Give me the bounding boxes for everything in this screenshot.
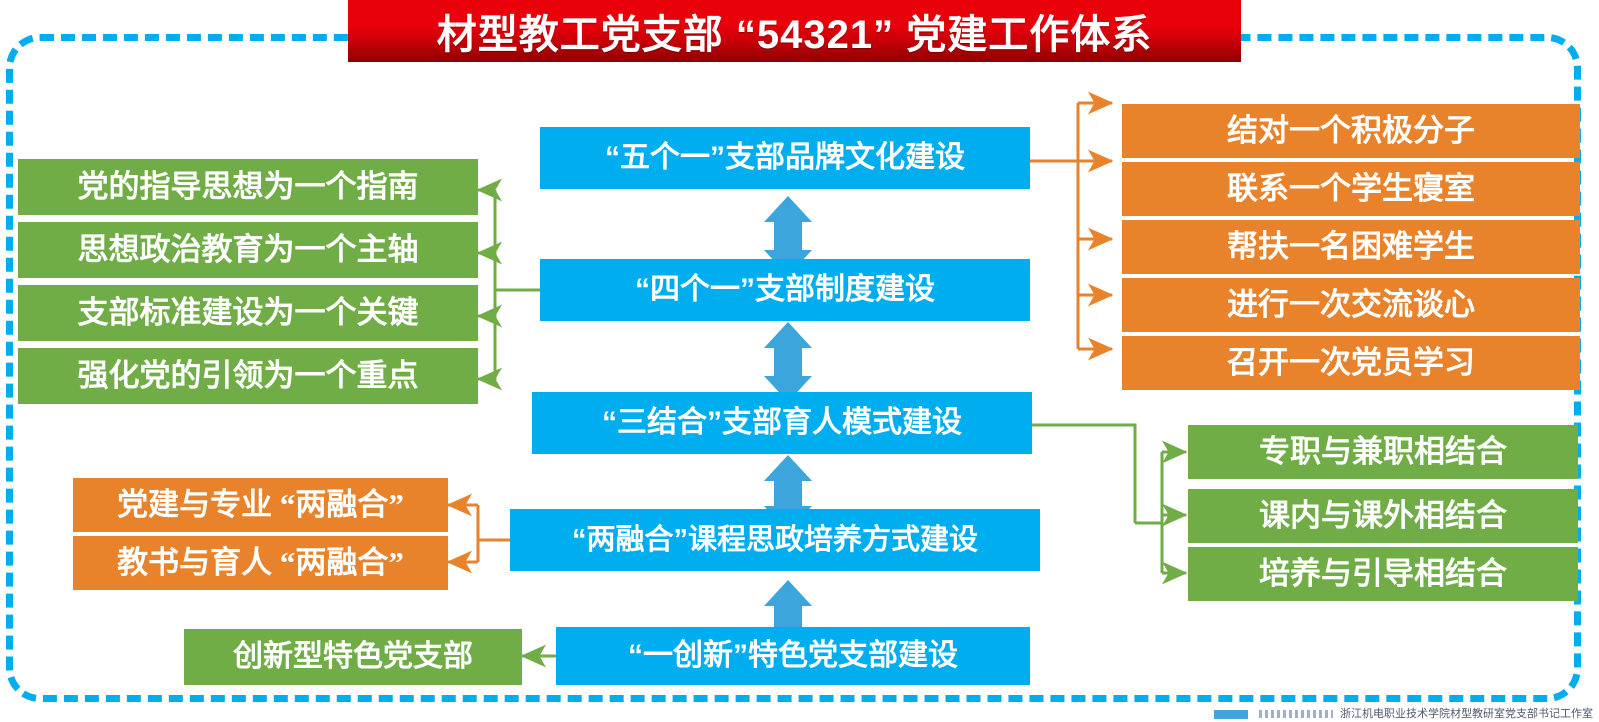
node-right-green-3-label: 培养与引导相结合 [1259, 555, 1507, 591]
node-right-green-1[interactable]: 专职与兼职相结合 [1188, 425, 1578, 479]
page-title: 材型教工党支部 “54321” 党建工作体系 [436, 13, 1153, 57]
node-sigeyi-label: “四个一”支部制度建设 [635, 273, 935, 307]
node-yichuangxin[interactable]: “一创新”特色党支部建设 [556, 627, 1030, 685]
node-right-orange-5[interactable]: 召开一次党员学习 [1122, 336, 1580, 390]
node-left-green-3[interactable]: 支部标准建设为一个关键 [18, 285, 478, 341]
node-left-green-3-label: 支部标准建设为一个关键 [77, 294, 419, 330]
node-right-orange-2-label: 联系一个学生寝室 [1227, 170, 1475, 206]
node-left-green-1-label: 党的指导思想为一个指南 [77, 168, 419, 204]
node-wugeyi-label: “五个一”支部品牌文化建设 [605, 141, 965, 175]
watermark: 浙江机电职业技术学院材型教研室党支部书记工作室 [1213, 705, 1593, 721]
node-right-green-2[interactable]: 课内与课外相结合 [1188, 489, 1578, 543]
node-right-orange-1[interactable]: 结对一个积极分子 [1122, 104, 1580, 158]
node-yichuangxin-label: “一创新”特色党支部建设 [628, 639, 958, 673]
node-right-orange-2[interactable]: 联系一个学生寝室 [1122, 162, 1580, 216]
connector-sanjiehe-group [1032, 423, 1188, 585]
node-right-orange-3[interactable]: 帮扶一名困难学生 [1122, 220, 1580, 274]
node-sanjiehe[interactable]: “三结合”支部育人模式建设 [532, 392, 1032, 454]
node-left-green-4-label: 强化党的引领为一个重点 [77, 357, 419, 393]
node-right-green-3[interactable]: 培养与引导相结合 [1188, 547, 1578, 601]
node-right-orange-5-label: 召开一次党员学习 [1227, 344, 1475, 380]
node-left-green-2[interactable]: 思想政治教育为一个主轴 [18, 222, 478, 278]
node-right-orange-3-label: 帮扶一名困难学生 [1227, 228, 1475, 264]
double-arrow-2 [764, 322, 812, 402]
node-right-orange-1-label: 结对一个积极分子 [1227, 112, 1475, 148]
connector-liangronghe-group [446, 493, 510, 574]
node-left-green-2-label: 思想政治教育为一个主轴 [77, 231, 419, 267]
node-left-green-4[interactable]: 强化党的引领为一个重点 [18, 348, 478, 404]
node-right-green-2-label: 课内与课外相结合 [1259, 497, 1507, 533]
node-right-orange-4[interactable]: 进行一次交流谈心 [1122, 278, 1580, 332]
node-left-orange-1-label: 党建与专业 “两融合” [117, 486, 404, 522]
node-bottom-green-1[interactable]: 创新型特色党支部 [184, 629, 522, 685]
node-wugeyi[interactable]: “五个一”支部品牌文化建设 [540, 127, 1030, 189]
node-liangronghe-label: “两融合”课程思政培养方式建设 [571, 523, 978, 556]
node-bottom-green-1-label: 创新型特色党支部 [233, 640, 473, 674]
node-left-orange-2[interactable]: 教书与育人 “两融合” [73, 536, 448, 590]
node-right-green-1-label: 专职与兼职相结合 [1259, 433, 1507, 469]
node-sigeyi[interactable]: “四个一”支部制度建设 [540, 259, 1030, 321]
node-liangronghe[interactable]: “两融合”课程思政培养方式建设 [510, 509, 1040, 571]
node-left-orange-1[interactable]: 党建与专业 “两融合” [73, 478, 448, 532]
node-left-orange-2-label: 教书与育人 “两融合” [117, 544, 404, 580]
node-left-green-1[interactable]: 党的指导思想为一个指南 [18, 159, 478, 215]
connector-wugeyi-group [1030, 91, 1114, 361]
node-sanjiehe-label: “三结合”支部育人模式建设 [602, 406, 962, 440]
title-banner: 材型教工党支部 “54321” 党建工作体系 [348, 0, 1241, 62]
connector-sigeyi-group [476, 178, 540, 391]
watermark-bar-icon [1213, 709, 1248, 719]
watermark-text: 浙江机电职业技术学院材型教研室党支部书记工作室 [1340, 708, 1593, 720]
watermark-dots-icon [1258, 710, 1333, 719]
node-right-orange-4-label: 进行一次交流谈心 [1227, 286, 1475, 322]
